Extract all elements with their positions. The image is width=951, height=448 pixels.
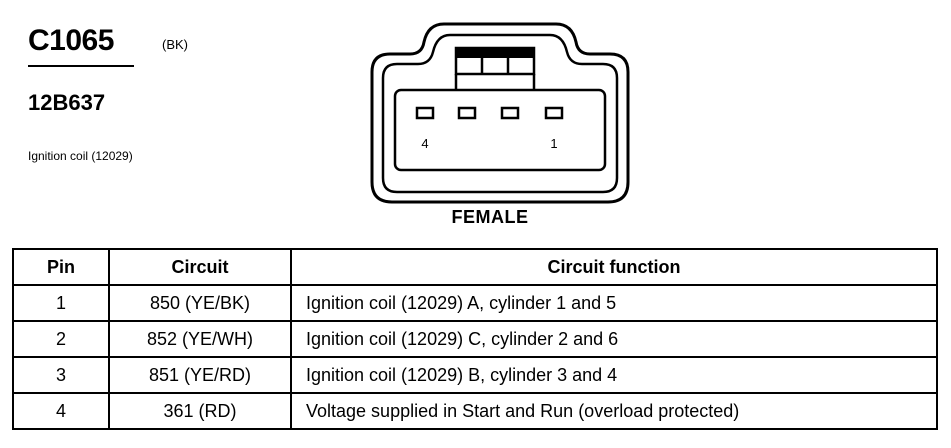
circuit-function-cell: Ignition coil (12029) A, cylinder 1 and … bbox=[290, 284, 938, 322]
pin-cell: 1 bbox=[12, 284, 110, 322]
terminal-cavity-block bbox=[393, 88, 607, 172]
circuit-cell: 850 (YE/BK) bbox=[108, 284, 292, 322]
table-header-row: Pin Circuit Circuit function bbox=[12, 248, 938, 286]
pin-out-table: Pin Circuit Circuit function 1 850 (YE/B… bbox=[12, 248, 938, 430]
table-row: 4 361 (RD) Voltage supplied in Start and… bbox=[12, 392, 938, 430]
table-row: 3 851 (YE/RD) Ignition coil (12029) B, c… bbox=[12, 356, 938, 394]
circuit-function-cell: Voltage supplied in Start and Run (overl… bbox=[290, 392, 938, 430]
header-circuit: Circuit bbox=[108, 248, 292, 286]
connector-inner-shell bbox=[381, 33, 619, 194]
circuit-cell: 851 (YE/RD) bbox=[108, 356, 292, 394]
connector-gender-label: FEMALE bbox=[451, 207, 529, 227]
circuit-cell: 852 (YE/WH) bbox=[108, 320, 292, 358]
pin-cell: 3 bbox=[12, 356, 110, 394]
pin-cell: 2 bbox=[12, 320, 110, 358]
table-row: 1 850 (YE/BK) Ignition coil (12029) A, c… bbox=[12, 284, 938, 322]
pin-cavity-2 bbox=[500, 106, 520, 120]
circuit-function-cell: Ignition coil (12029) C, cylinder 2 and … bbox=[290, 320, 938, 358]
component-name: Ignition coil (12029) bbox=[28, 149, 133, 163]
pin-cavity-4 bbox=[415, 106, 435, 120]
circuit-cell: 361 (RD) bbox=[108, 392, 292, 430]
header-pin: Pin bbox=[12, 248, 110, 286]
circuit-function-cell: Ignition coil (12029) B, cylinder 3 and … bbox=[290, 356, 938, 394]
cavity-label-left: 4 bbox=[421, 136, 428, 151]
connector-outer-shell bbox=[370, 22, 630, 204]
cavity-label-right: 1 bbox=[550, 136, 557, 151]
connector-color: (BK) bbox=[162, 37, 188, 52]
connector-id-underline bbox=[28, 65, 134, 67]
header-circuit-function: Circuit function bbox=[290, 248, 938, 286]
connector-face-diagram: 4 1 bbox=[370, 22, 630, 204]
pin-cavity-1 bbox=[544, 106, 564, 120]
part-number: 12B637 bbox=[28, 90, 106, 115]
pin-cavity-3 bbox=[457, 106, 477, 120]
locking-tab-top bbox=[456, 48, 534, 58]
pin-cell: 4 bbox=[12, 392, 110, 430]
connector-id: C1065 bbox=[28, 24, 114, 57]
table-row: 2 852 (YE/WH) Ignition coil (12029) C, c… bbox=[12, 320, 938, 358]
